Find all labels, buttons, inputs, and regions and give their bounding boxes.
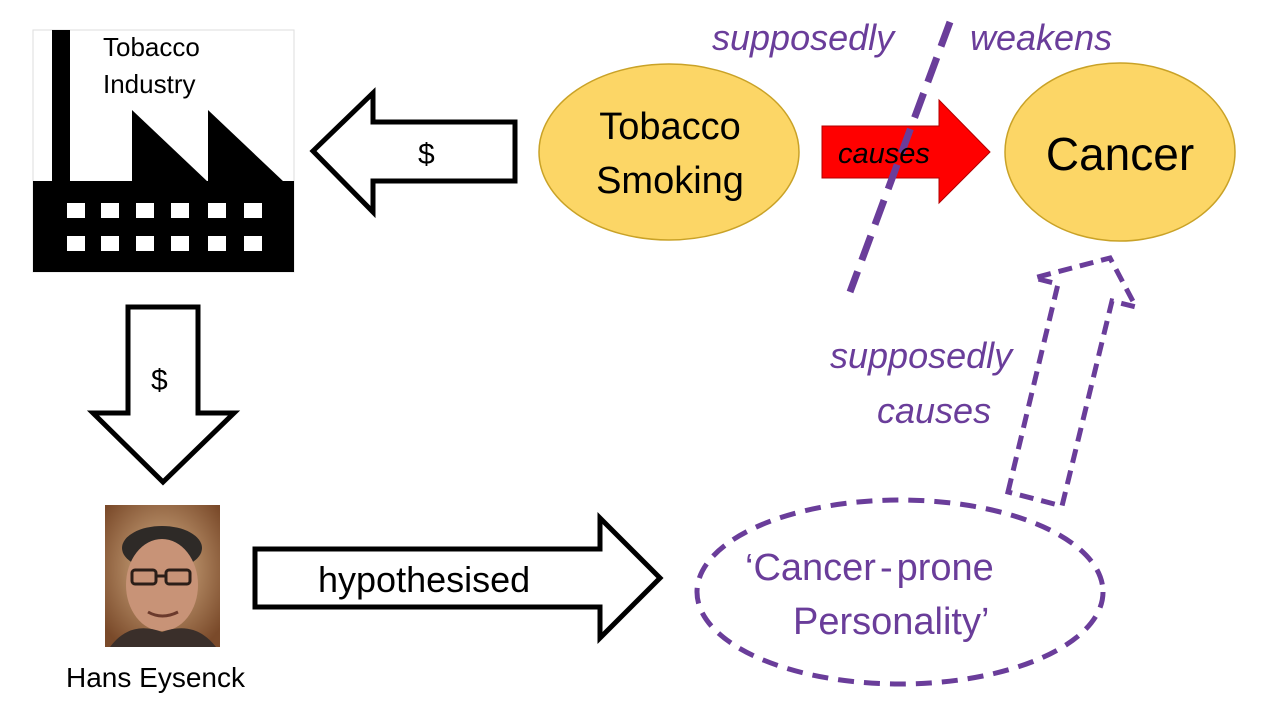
tobacco-smoking-ellipse [538, 63, 800, 241]
cancer-label: Cancer [1045, 128, 1195, 180]
personality-dash: - [879, 547, 893, 589]
tobacco-smoking-line1: Tobacco [599, 106, 741, 148]
hypothesised-label: hypothesised [318, 559, 531, 600]
hans-eysenck-photo [105, 505, 220, 647]
tobacco-smoking-line2: Smoking [596, 160, 744, 202]
personality-line2: Personality’ [793, 601, 990, 643]
supposedly-causes-line2: causes [877, 390, 992, 431]
person-name: Hans Eysenck [66, 662, 245, 693]
industry-label-line1: Tobacco [103, 32, 200, 62]
money-arrow-left-label: $ [418, 138, 435, 171]
money-arrow-down-label: $ [151, 364, 168, 397]
supposedly-causes-arrow [1004, 255, 1141, 510]
personality-line1b: prone [896, 547, 994, 589]
personality-line1: ‘Cancer-prone [745, 549, 994, 587]
causes-arrow [821, 98, 991, 205]
hypothesised-arrow [252, 511, 664, 645]
supposedly-label-top: supposedly [712, 17, 895, 58]
cancer-ellipse [1004, 62, 1236, 242]
money-arrow-down [86, 304, 241, 486]
money-arrow-left [309, 87, 518, 219]
factory-icon [32, 29, 295, 273]
supposedly-causes-line1: supposedly [830, 335, 1013, 376]
causes-label: causes [838, 138, 930, 170]
weakens-strike-line [846, 20, 954, 294]
personality-ellipse [694, 497, 1106, 687]
personality-line1a: ‘Cancer [745, 547, 876, 589]
weakens-label: weakens [970, 17, 1113, 58]
industry-label-line2: Industry [103, 69, 196, 99]
